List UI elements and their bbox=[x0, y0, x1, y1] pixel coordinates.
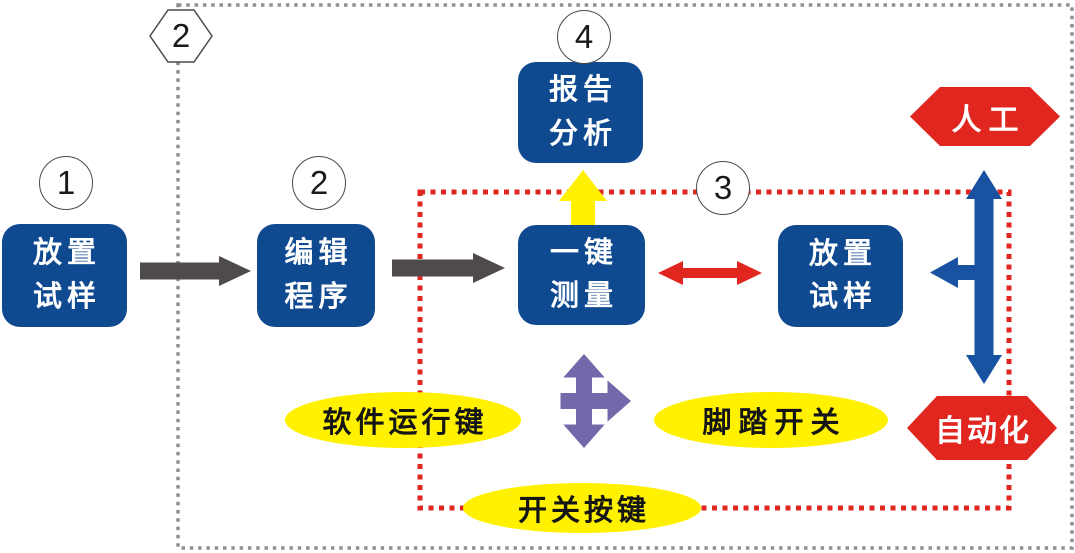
box-report-analysis-line1: 报告 bbox=[548, 74, 617, 106]
step-circle-3: 3 bbox=[696, 161, 750, 215]
hexagon-step-marker-number: 2 bbox=[171, 17, 191, 54]
step-circle-3-number: 3 bbox=[713, 169, 733, 206]
box-place-sample-2-line1: 放置 bbox=[808, 237, 877, 270]
step-circle-1-number: 1 bbox=[56, 164, 76, 201]
box-report-analysis-line2: 分析 bbox=[548, 117, 617, 150]
box-edit-program: 编辑 程序 bbox=[257, 224, 375, 327]
hexagon-manual-label: 人工 bbox=[951, 103, 1026, 137]
box-report-analysis: 报告 分析 bbox=[518, 62, 643, 163]
ellipse-software-run-key-label: 软件运行键 bbox=[322, 407, 488, 439]
box-place-sample-1-line2: 试样 bbox=[32, 280, 101, 313]
hexagon-automation: 自动化 bbox=[907, 396, 1057, 460]
flow-arrow-icon-1 bbox=[140, 256, 251, 286]
step-circle-4: 4 bbox=[557, 10, 611, 64]
hexagon-manual: 人工 bbox=[910, 87, 1060, 146]
yellow-up-arrow-icon bbox=[559, 170, 607, 226]
outer-dotted-border bbox=[176, 3, 1074, 550]
step-circle-2-number: 2 bbox=[309, 164, 329, 201]
box-place-sample-1-line1: 放置 bbox=[32, 237, 101, 269]
box-place-sample-1: 放置 试样 bbox=[2, 224, 127, 327]
four-way-arrow-icon bbox=[560, 354, 631, 448]
ellipse-switch-button: 开关按键 bbox=[463, 483, 701, 533]
box-one-key-measure: 一键 测量 bbox=[518, 225, 645, 325]
ellipse-software-run-key: 软件运行键 bbox=[285, 392, 521, 448]
step-circle-4-number: 4 bbox=[574, 18, 594, 55]
vertical-double-arrow-icon bbox=[966, 170, 1002, 384]
box-place-sample-2-line2: 试样 bbox=[808, 281, 877, 313]
red-double-arrow-icon bbox=[658, 261, 762, 285]
box-place-sample-2: 放置 试样 bbox=[778, 225, 903, 327]
flow-arrow-icon-2 bbox=[392, 253, 505, 283]
box-edit-program-line1: 编辑 bbox=[284, 237, 353, 269]
step-circle-2: 2 bbox=[292, 156, 346, 210]
hexagon-automation-label: 自动化 bbox=[935, 415, 1031, 448]
box-one-key-measure-line2: 测量 bbox=[549, 280, 618, 312]
step-circle-1: 1 bbox=[39, 156, 93, 210]
ellipse-switch-button-label: 开关按键 bbox=[517, 495, 650, 527]
ellipse-foot-switch: 脚踏开关 bbox=[654, 392, 888, 448]
ellipse-foot-switch-label: 脚踏开关 bbox=[702, 407, 847, 439]
box-one-key-measure-line1: 一键 bbox=[549, 236, 618, 269]
left-branch-arrow-icon bbox=[930, 257, 975, 288]
box-edit-program-line2: 程序 bbox=[284, 280, 353, 313]
